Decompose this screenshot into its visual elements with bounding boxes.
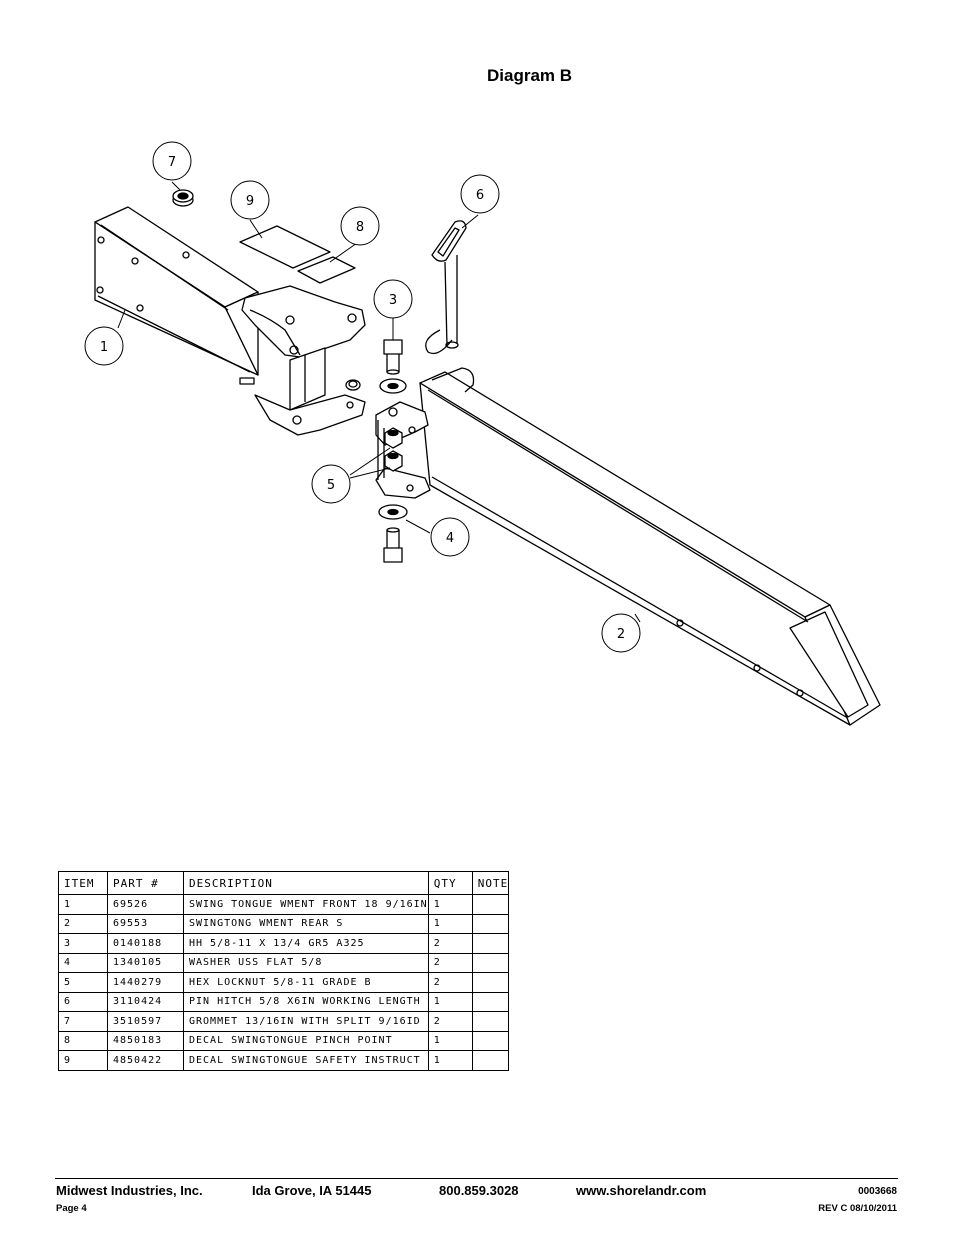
callout-6: 6 (476, 188, 484, 203)
table-row: 8 4850183 DECAL SWINGTONGUE PINCH POINT … (58, 1030, 510, 1051)
qty-cell: 1 (427, 894, 473, 915)
rear-tongue-weldment (375, 367, 881, 726)
footer-phone: 800.859.3028 (439, 1183, 519, 1198)
table-row: 5 1440279 HEX LOCKNUT 5/8-11 GRADE B 2 (58, 972, 510, 993)
table-row: 4 1340105 WASHER USS FLAT 5/8 2 (58, 952, 510, 973)
part-number-cell: 4850422 (107, 1050, 184, 1071)
footer-doc-number: 0003668 (858, 1186, 897, 1197)
exploded-parts-diagram: 7 9 8 6 3 1 5 4 2 (84, 141, 881, 726)
front-tongue-weldment (94, 206, 366, 436)
part-number-cell: 0140188 (107, 933, 184, 954)
footer-page-number: Page 4 (56, 1203, 87, 1214)
hitch-pin (425, 220, 467, 355)
description-cell: DECAL SWINGTONGUE PINCH POINT (183, 1030, 429, 1051)
table-row: 2 69553 SWINGTONG WMENT REAR S 1 (58, 913, 510, 934)
item-cell: 4 (58, 952, 108, 973)
note-cell (471, 1011, 510, 1032)
callout-8: 8 (356, 220, 364, 235)
callout-5: 5 (327, 478, 335, 493)
item-cell: 6 (58, 991, 108, 1012)
note-cell (471, 952, 510, 973)
table-row: 7 3510597 GROMMET 13/16IN WITH SPLIT 9/1… (58, 1011, 510, 1032)
parts-list-table: ITEM PART # DESCRIPTION QTY NOTE 1 69526… (58, 871, 510, 1071)
diagram-title: Diagram B (487, 66, 573, 85)
item-cell: 2 (58, 913, 108, 934)
note-cell (471, 933, 510, 954)
note-cell (471, 991, 510, 1012)
table-row: 1 69526 SWING TONGUE WMENT FRONT 18 9/16… (58, 894, 510, 915)
item-cell: 8 (58, 1030, 108, 1051)
description-cell: HH 5/8-11 X 13/4 GR5 A325 (183, 933, 429, 954)
item-cell: 3 (58, 933, 108, 954)
description-cell: SWINGTONG WMENT REAR S (183, 913, 429, 934)
item-cell: 1 (58, 894, 108, 915)
item-cell: 9 (58, 1050, 108, 1071)
hex-bolt-bottom (383, 527, 403, 563)
callout-7: 7 (168, 155, 176, 170)
footer-divider (55, 1178, 898, 1179)
part-number-cell: 3110424 (107, 991, 184, 1012)
callout-2: 2 (617, 627, 625, 642)
description-cell: HEX LOCKNUT 5/8-11 GRADE B (183, 972, 429, 993)
table-row: 3 0140188 HH 5/8-11 X 13/4 GR5 A325 2 (58, 933, 510, 954)
footer-revision: REV C 08/10/2011 (818, 1203, 897, 1214)
callout-4: 4 (446, 531, 454, 546)
part-number-cell: 69526 (107, 894, 184, 915)
callout-1: 1 (100, 340, 108, 355)
note-cell (471, 972, 510, 993)
header-part-number: PART # (107, 871, 184, 895)
washer-bottom (378, 504, 408, 520)
description-cell: SWING TONGUE WMENT FRONT 18 9/16IN (183, 894, 429, 915)
header-item: ITEM (58, 871, 108, 895)
qty-cell: 2 (427, 933, 473, 954)
hex-bolt-top (383, 339, 403, 375)
qty-cell: 2 (427, 952, 473, 973)
description-cell: GROMMET 13/16IN WITH SPLIT 9/16ID (183, 1011, 429, 1032)
part-number-cell: 4850183 (107, 1030, 184, 1051)
note-cell (471, 894, 510, 915)
description-cell: PIN HITCH 5/8 X6IN WORKING LENGTH (183, 991, 429, 1012)
qty-cell: 1 (427, 1050, 473, 1071)
note-cell (471, 1030, 510, 1051)
grommet (172, 189, 194, 207)
part-number-cell: 1440279 (107, 972, 184, 993)
hex-locknuts (384, 427, 403, 472)
callout-9: 9 (246, 194, 254, 209)
header-description: DESCRIPTION (183, 871, 429, 895)
qty-cell: 1 (427, 1030, 473, 1051)
footer-website: www.shorelandr.com (576, 1183, 707, 1198)
note-cell (471, 1050, 510, 1071)
item-cell: 5 (58, 972, 108, 993)
qty-cell: 2 (427, 972, 473, 993)
part-number-cell: 69553 (107, 913, 184, 934)
description-cell: DECAL SWINGTONGUE SAFETY INSTRUCT (183, 1050, 429, 1071)
header-qty: QTY (427, 871, 473, 895)
table-header-row: ITEM PART # DESCRIPTION QTY NOTE (58, 871, 510, 895)
note-cell (471, 913, 510, 934)
pinch-point-decal (297, 256, 356, 284)
table-row: 9 4850422 DECAL SWINGTONGUE SAFETY INSTR… (58, 1050, 510, 1071)
callout-3: 3 (389, 293, 397, 308)
qty-cell: 1 (427, 913, 473, 934)
table-row: 6 3110424 PIN HITCH 5/8 X6IN WORKING LEN… (58, 991, 510, 1012)
qty-cell: 1 (427, 991, 473, 1012)
part-number-cell: 3510597 (107, 1011, 184, 1032)
safety-decal (239, 225, 331, 269)
footer-location: Ida Grove, IA 51445 (252, 1183, 372, 1198)
footer-company: Midwest Industries, Inc. (56, 1183, 203, 1198)
part-number-cell: 1340105 (107, 952, 184, 973)
header-note: NOTE (471, 871, 510, 895)
description-cell: WASHER USS FLAT 5/8 (183, 952, 429, 973)
washer-top (379, 378, 407, 394)
item-cell: 7 (58, 1011, 108, 1032)
qty-cell: 2 (427, 1011, 473, 1032)
